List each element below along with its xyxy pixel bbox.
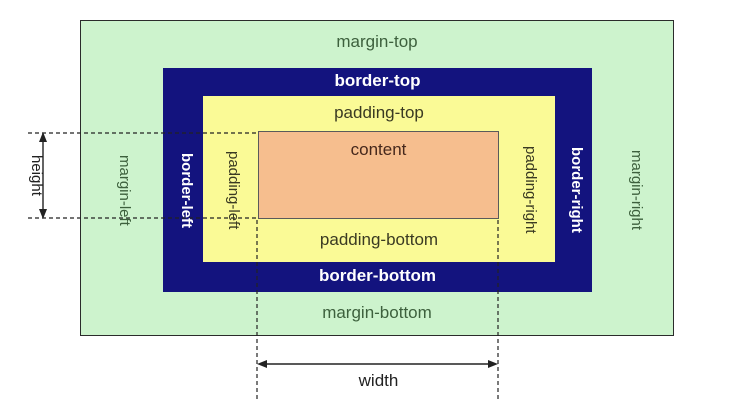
width-dimension-label: width — [358, 371, 399, 390]
width-dimension-arrow — [257, 360, 498, 368]
border-top-label: border-top — [334, 71, 421, 90]
content-box — [258, 131, 499, 219]
padding-left-label: padding-left — [225, 150, 242, 230]
border-left-label: border-left — [178, 152, 195, 228]
height-dimension-label: height — [28, 154, 45, 196]
margin-left-label: margin-left — [116, 154, 133, 226]
margin-top-label: margin-top — [336, 32, 418, 51]
border-bottom-label: border-bottom — [318, 266, 437, 285]
margin-bottom-label: margin-bottom — [322, 303, 432, 322]
content-label: content — [350, 140, 407, 159]
border-right-label: border-right — [568, 147, 585, 233]
padding-bottom-label: padding-bottom — [319, 230, 439, 249]
margin-right-label: margin-right — [628, 149, 645, 231]
padding-right-label: padding-right — [522, 146, 539, 234]
padding-top-label: padding-top — [334, 103, 424, 122]
